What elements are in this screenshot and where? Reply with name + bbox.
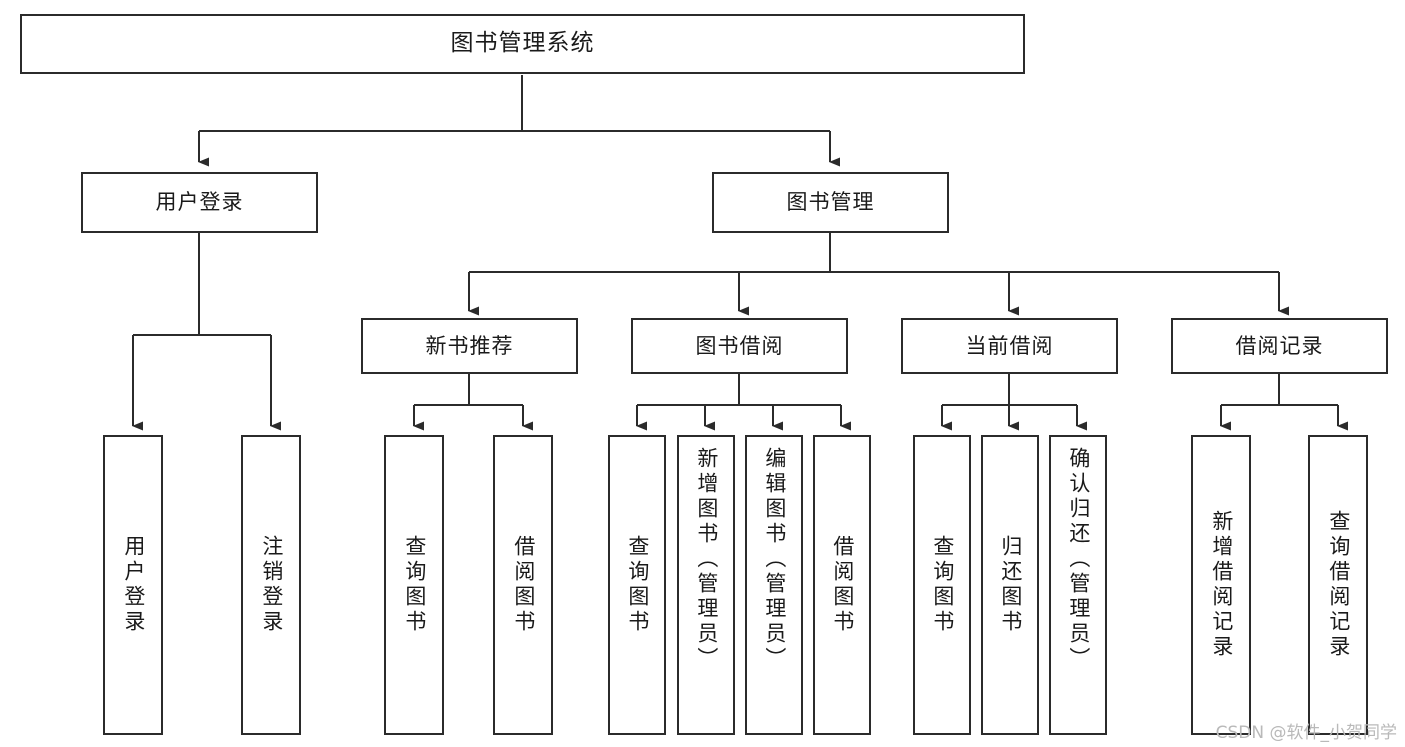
node-borrow-record[interactable]: 借阅记录 xyxy=(1171,318,1388,374)
node-leaf-query-book-1[interactable]: 查询图书 xyxy=(384,435,444,735)
node-label-leaf-borrow-book-2: 借阅图书 xyxy=(830,535,855,635)
node-label-leaf-edit-book: 编辑图书（管理员） xyxy=(762,447,787,672)
node-leaf-return-book[interactable]: 归还图书 xyxy=(981,435,1039,735)
node-label-leaf-query-borrow-record: 查询借阅记录 xyxy=(1326,510,1351,660)
node-leaf-query-book-3[interactable]: 查询图书 xyxy=(913,435,971,735)
node-leaf-add-book[interactable]: 新增图书（管理员） xyxy=(677,435,735,735)
node-label-leaf-query-book-3: 查询图书 xyxy=(930,535,955,635)
node-label-user-login: 用户登录 xyxy=(155,190,244,215)
node-leaf-add-borrow-record[interactable]: 新增借阅记录 xyxy=(1191,435,1251,735)
node-label-leaf-add-borrow-record: 新增借阅记录 xyxy=(1209,510,1234,660)
node-label-leaf-query-book-1: 查询图书 xyxy=(402,535,427,635)
node-leaf-borrow-book-2[interactable]: 借阅图书 xyxy=(813,435,871,735)
node-label-leaf-return-book: 归还图书 xyxy=(998,535,1023,635)
node-root-system[interactable]: 图书管理系统 xyxy=(20,14,1025,74)
node-leaf-confirm-return[interactable]: 确认归还（管理员） xyxy=(1049,435,1107,735)
node-leaf-query-book-2[interactable]: 查询图书 xyxy=(608,435,666,735)
node-label-borrow-record: 借阅记录 xyxy=(1235,333,1324,358)
node-book-borrow[interactable]: 图书借阅 xyxy=(631,318,848,374)
node-new-book-recommend[interactable]: 新书推荐 xyxy=(361,318,578,374)
node-leaf-logout-login[interactable]: 注销登录 xyxy=(241,435,301,735)
node-leaf-query-borrow-record[interactable]: 查询借阅记录 xyxy=(1308,435,1368,735)
node-label-current-borrow: 当前借阅 xyxy=(965,333,1054,358)
node-book-manage[interactable]: 图书管理 xyxy=(712,172,949,233)
node-label-root: 图书管理系统 xyxy=(450,30,595,57)
node-label-leaf-borrow-book-1: 借阅图书 xyxy=(511,535,536,635)
node-label-new-book-recommend: 新书推荐 xyxy=(425,333,514,358)
node-user-login[interactable]: 用户登录 xyxy=(81,172,318,233)
node-label-book-manage: 图书管理 xyxy=(786,190,875,215)
node-leaf-edit-book[interactable]: 编辑图书（管理员） xyxy=(745,435,803,735)
node-current-borrow[interactable]: 当前借阅 xyxy=(901,318,1118,374)
node-label-book-borrow: 图书借阅 xyxy=(695,333,784,358)
node-label-leaf-user-login: 用户登录 xyxy=(121,535,146,635)
node-leaf-user-login[interactable]: 用户登录 xyxy=(103,435,163,735)
node-label-leaf-logout-login: 注销登录 xyxy=(259,535,284,635)
node-label-leaf-query-book-2: 查询图书 xyxy=(625,535,650,635)
node-label-leaf-add-book: 新增图书（管理员） xyxy=(694,447,719,672)
node-label-leaf-confirm-return: 确认归还（管理员） xyxy=(1066,447,1091,672)
node-leaf-borrow-book-1[interactable]: 借阅图书 xyxy=(493,435,553,735)
